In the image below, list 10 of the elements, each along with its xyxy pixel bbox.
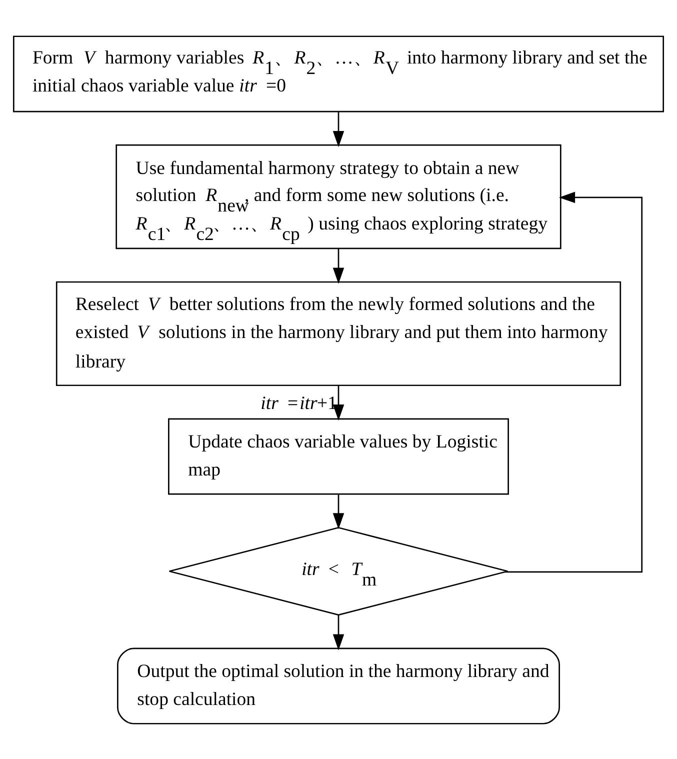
arrow [332, 248, 344, 284]
node-box: Reselect V better solutions from the newly formed solutions and the existed V solutions in the harmony library and put them into harmony library [56, 280, 622, 386]
arrow [332, 384, 344, 420]
edge-label: itr =itr+1 [260, 392, 338, 414]
node-box: Update chaos variable values by Logistic map [168, 418, 509, 494]
arrow [332, 614, 344, 650]
node-box: Output the optimal solution in the harmony library and stop calculation [117, 647, 560, 724]
arrow [505, 191, 643, 572]
arrow [332, 494, 344, 529]
arrow [332, 112, 344, 147]
